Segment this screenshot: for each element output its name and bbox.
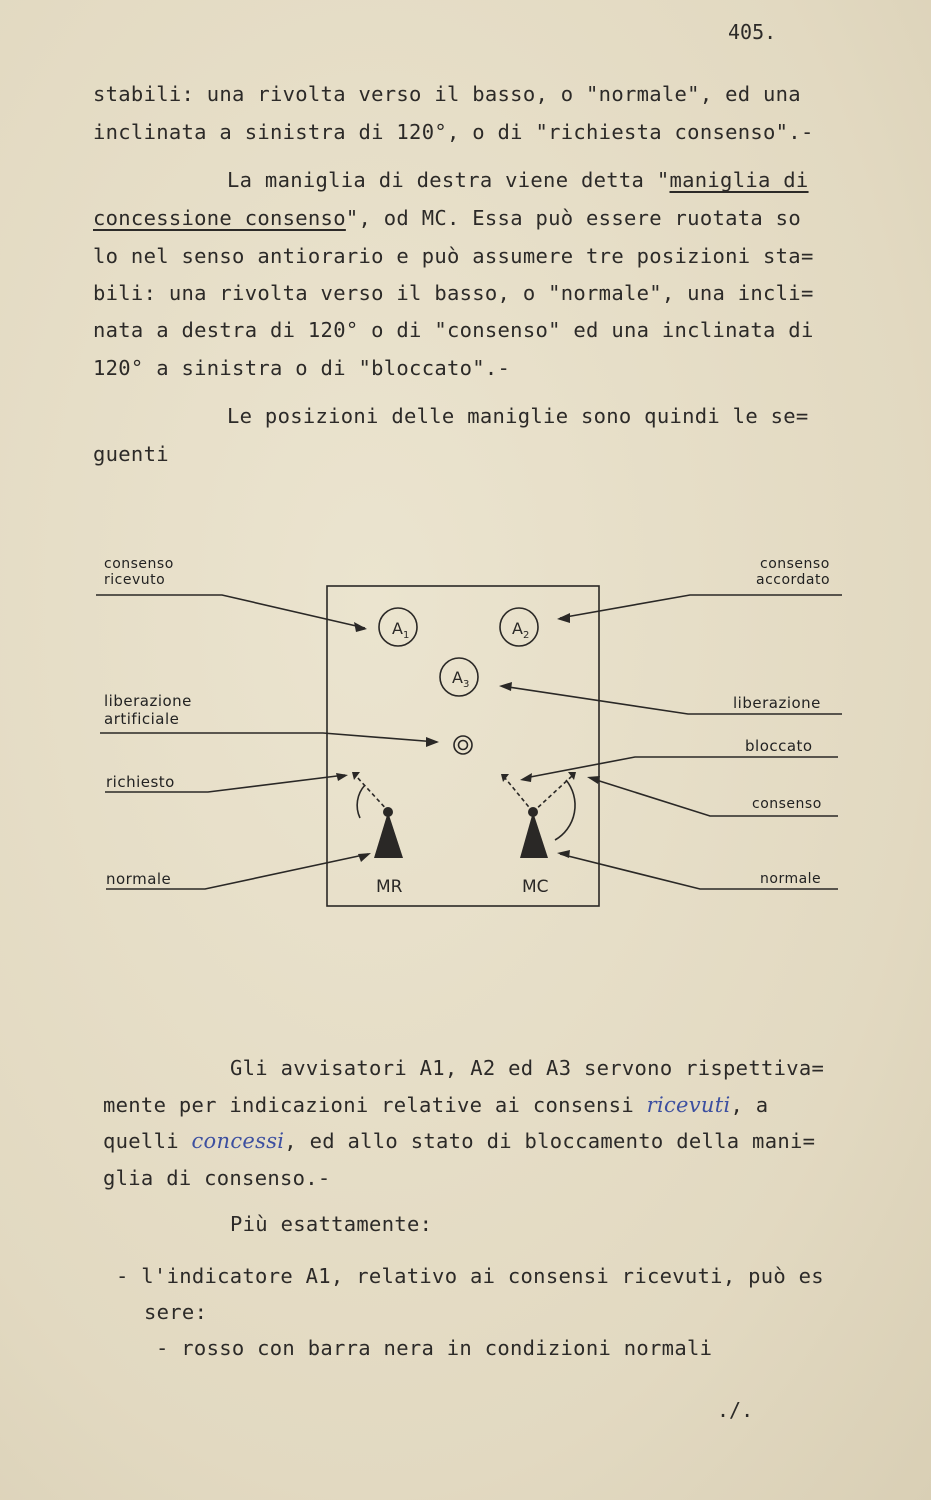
release-button-outer	[453, 735, 473, 755]
label-consenso-right: consenso	[752, 796, 822, 812]
text-line: stabili: una rivolta verso il basso, o "…	[93, 82, 801, 106]
label-liberazione-right: liberazione	[733, 694, 821, 712]
continuation-mark: ./.	[717, 1398, 754, 1422]
indicator-a2-label: A2	[512, 619, 529, 641]
leader-consenso-accordato	[559, 594, 842, 619]
arrowhead	[499, 682, 512, 691]
text-line: Le posizioni delle maniglie sono quindi …	[227, 404, 809, 428]
arrowhead	[568, 772, 576, 780]
text-line: inclinata a sinistra di 120°, o di "rich…	[93, 120, 814, 144]
leader-bloccato	[524, 756, 838, 779]
page-number: 405.	[728, 20, 777, 44]
mc-consenso-position	[532, 775, 573, 813]
label-normale-right: normale	[760, 871, 822, 887]
mr-handle-icon	[374, 812, 403, 858]
indicator-a3-label: A3	[452, 668, 469, 690]
leader-liberazione-right	[501, 685, 842, 715]
arrowhead	[557, 613, 570, 623]
release-button-inner	[457, 739, 469, 751]
label-liberazione-line1: liberazione	[104, 692, 192, 710]
mc-handle-icon	[520, 812, 548, 858]
text-span: , a	[730, 1093, 769, 1117]
text-line: Gli avvisatori A1, A2 ed A3 servono risp…	[230, 1056, 825, 1080]
mr-richiesto-position	[355, 775, 390, 813]
text-line: 120° a sinistra o di "bloccato".-	[93, 356, 511, 380]
label-consenso-accordato-line2: accordato	[756, 572, 831, 588]
underlined-term: maniglia di	[669, 168, 809, 192]
label-normale-left: normale	[106, 870, 172, 888]
text-span: La maniglia di destra viene detta "	[227, 168, 670, 192]
text-line: La maniglia di destra viene detta "manig…	[227, 168, 809, 192]
handle-mc-label: MC	[522, 877, 549, 897]
text-span: , ed allo stato di bloccamento della man…	[284, 1129, 816, 1153]
arrowhead	[557, 850, 570, 858]
mc-rotation-arc	[554, 779, 576, 841]
text-span: ", od MC. Essa può essere ruotata so	[345, 206, 801, 230]
mr-handle-pivot	[383, 807, 393, 817]
arrowhead	[336, 773, 348, 781]
label-artificiale: artificiale	[104, 710, 180, 728]
arrowhead	[587, 776, 600, 784]
label-consenso-ricevuto-line1: consenso	[104, 556, 174, 572]
leader-richiesto	[105, 774, 346, 793]
arrowhead	[426, 737, 439, 747]
handwritten-correction: ricevuti	[646, 1093, 731, 1117]
arrowhead	[520, 773, 532, 782]
label-consenso-ricevuto-line2: ricevuto	[104, 572, 166, 588]
label-bloccato: bloccato	[745, 737, 813, 755]
underlined-term: concessione consenso	[93, 206, 346, 230]
leader-consenso-ricevuto	[96, 594, 366, 629]
arrowhead	[501, 774, 509, 782]
indicator-a1-label: A1	[392, 619, 409, 641]
text-line: lo nel senso antiorario e può assumere t…	[93, 244, 814, 268]
list-subitem: - rosso con barra nera in condizioni nor…	[156, 1336, 713, 1360]
label-consenso-accordato-line1: consenso	[760, 556, 830, 572]
handle-mr-label: MR	[376, 877, 403, 897]
text-line: quelli concessi, ed allo stato di blocca…	[103, 1129, 815, 1153]
panel-box	[326, 585, 600, 907]
leader-liberazione-artificiale	[100, 732, 438, 743]
mr-rotation-arc	[356, 784, 366, 819]
list-item: - l'indicatore A1, relativo ai consensi …	[116, 1264, 824, 1288]
leader-normale-left	[106, 853, 369, 890]
text-line: glia di consenso.-	[103, 1166, 331, 1190]
arrowhead	[352, 772, 360, 780]
indicator-a1-circle	[378, 607, 418, 647]
text-line: concessione consenso", od MC. Essa può e…	[93, 206, 801, 230]
leader-consenso-right	[589, 777, 838, 817]
text-line: guenti	[93, 442, 169, 466]
diagram-svg: A1 A2 A3 MR MC	[96, 585, 842, 907]
mc-bloccato-position	[504, 777, 534, 813]
text-span: mente per indicazioni relative ai consen…	[103, 1093, 647, 1117]
handle-positions-diagram: A1 A2 A3 MR MC consenso ricevuto liberaz…	[0, 540, 931, 920]
text-line: bili: una rivolta verso il basso, o "nor…	[93, 281, 814, 305]
indicator-a2-circle	[499, 607, 539, 647]
handwritten-correction: concessi	[191, 1129, 285, 1153]
text-span: quelli	[103, 1129, 192, 1153]
mc-handle-pivot	[528, 807, 538, 817]
arrowhead	[354, 622, 367, 632]
arrowhead	[358, 853, 371, 862]
label-richiesto: richiesto	[106, 773, 175, 791]
indicator-a3-circle	[439, 657, 479, 697]
text-line: Più esattamente:	[230, 1212, 433, 1236]
leader-normale-right	[559, 853, 838, 890]
text-line: sere:	[144, 1300, 208, 1324]
text-line: mente per indicazioni relative ai consen…	[103, 1093, 768, 1117]
text-line: nata a destra di 120° o di "consenso" ed…	[93, 318, 814, 342]
